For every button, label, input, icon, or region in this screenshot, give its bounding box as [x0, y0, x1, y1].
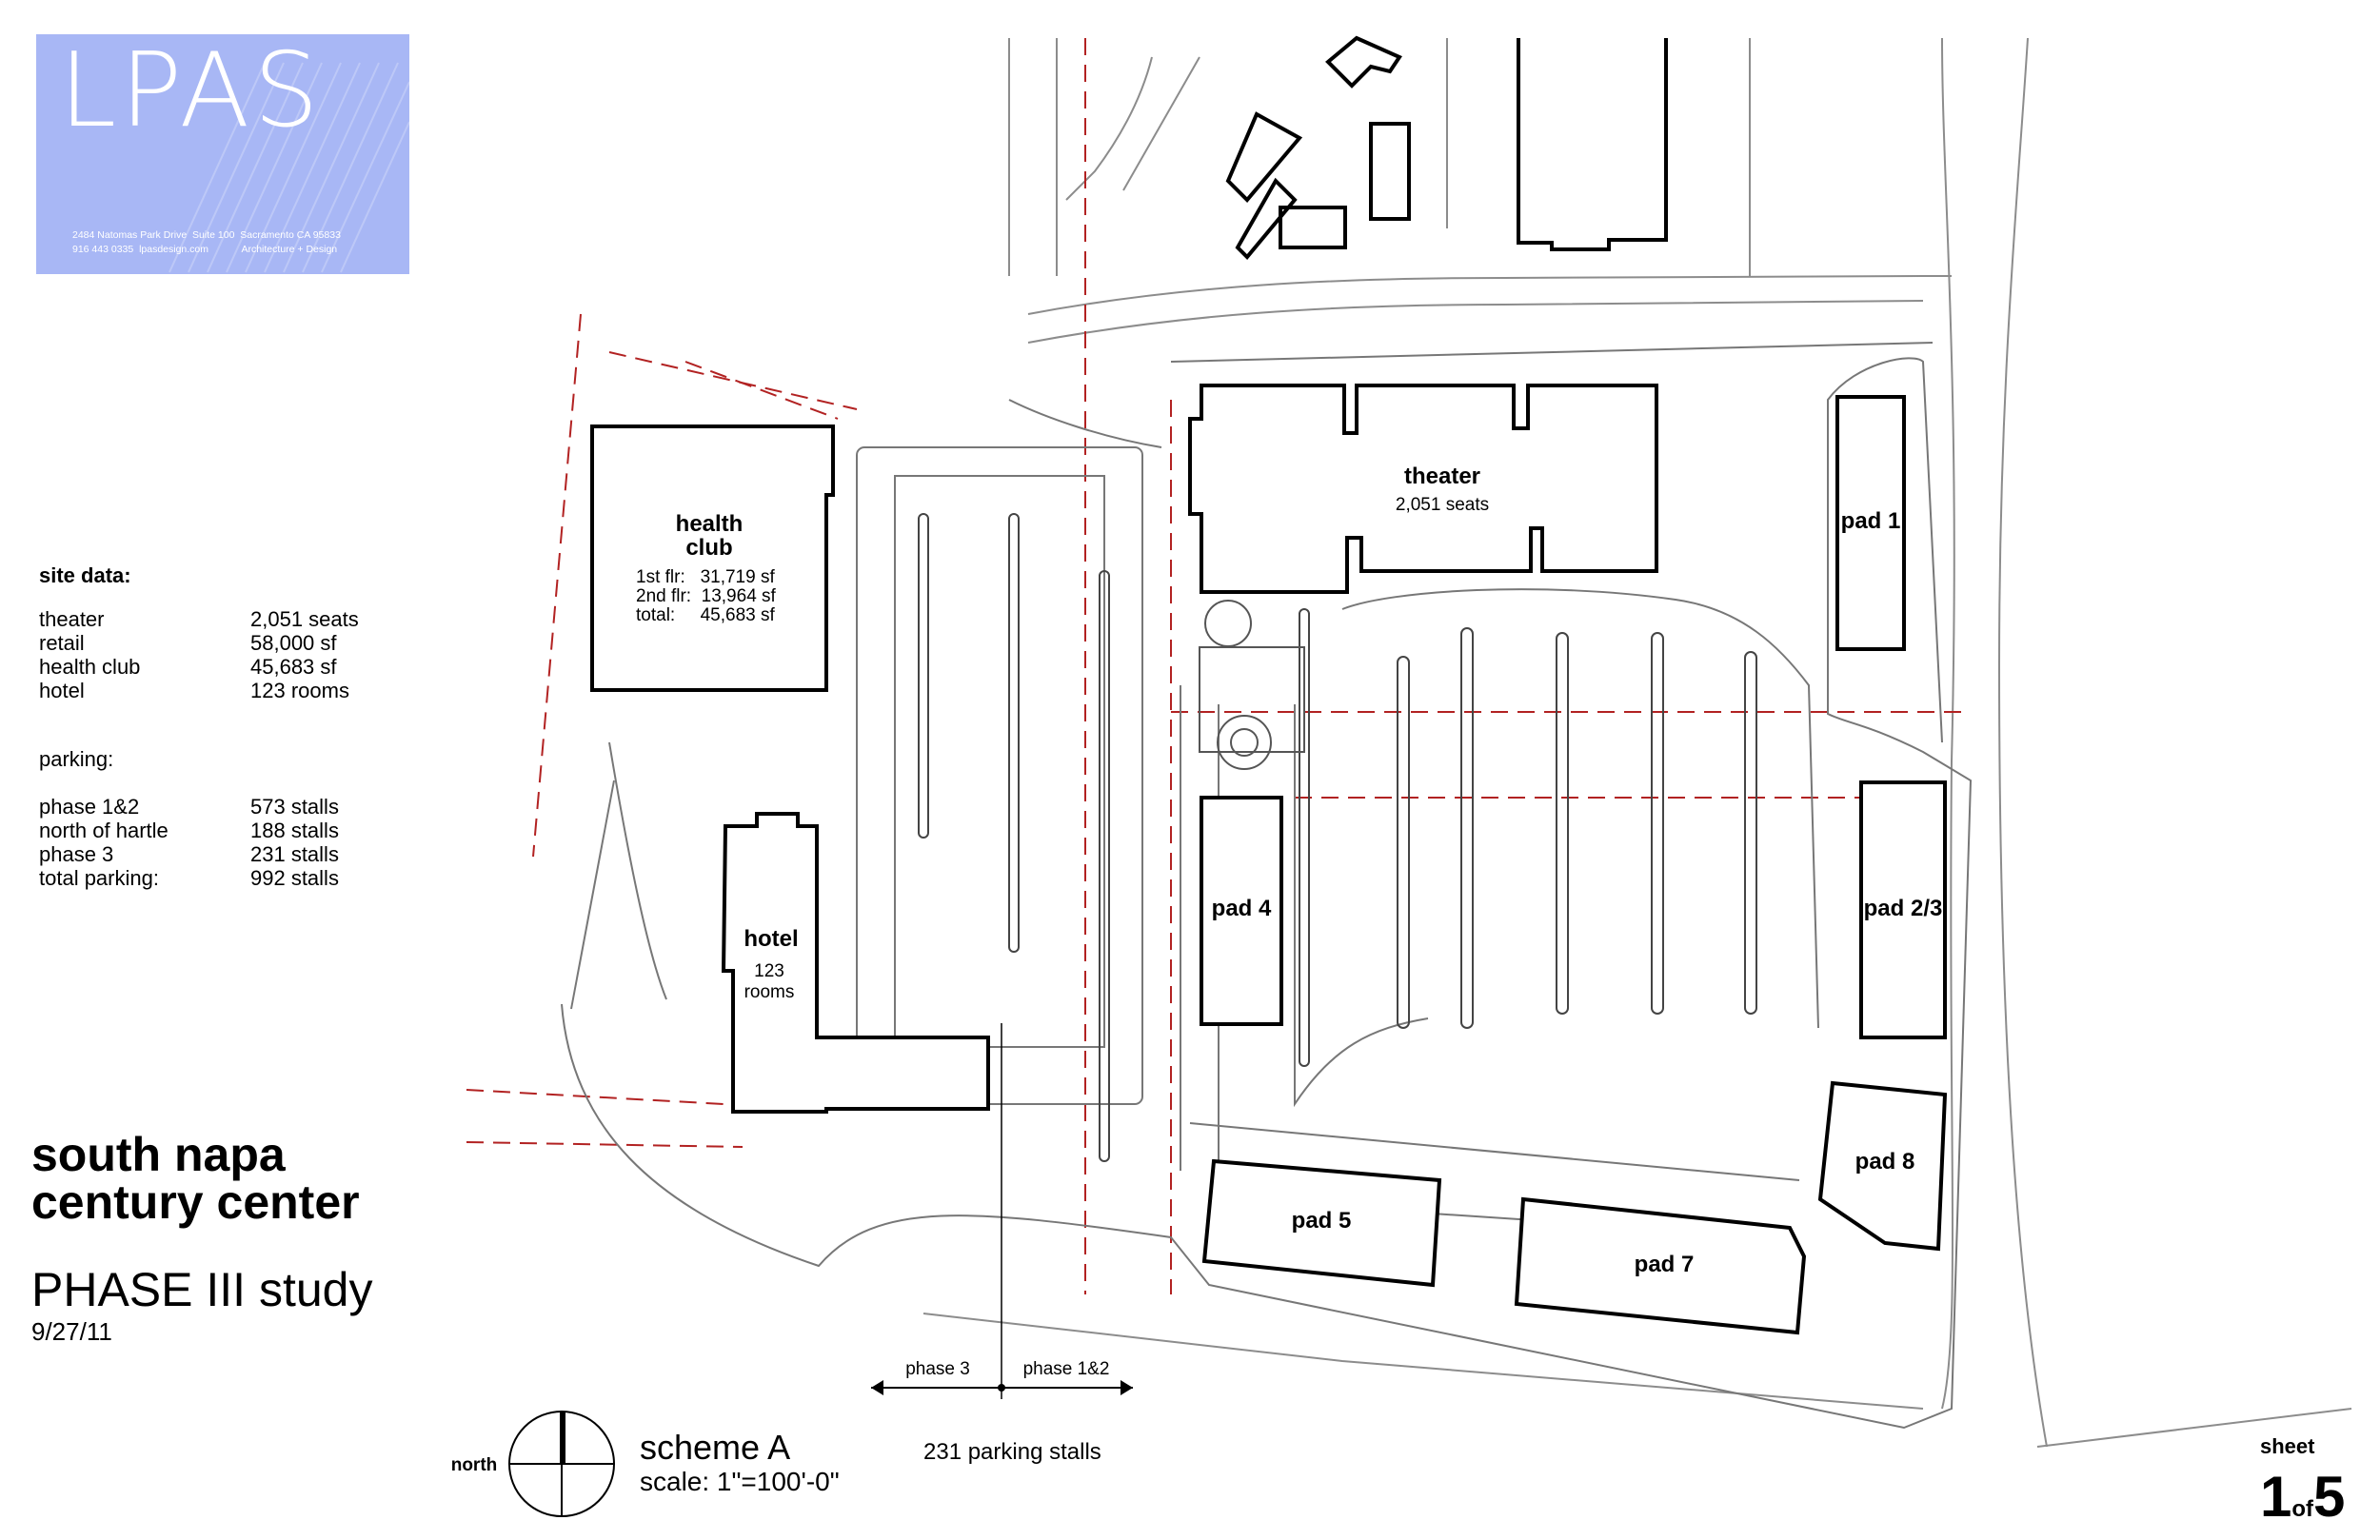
parking-label: phase 3 — [39, 842, 114, 866]
logo-wordmark: LPAS — [59, 34, 323, 150]
buildings — [590, 384, 1948, 1335]
pad-5-building — [1201, 1158, 1442, 1288]
pad-4-building — [1200, 796, 1283, 1026]
pad-8-label: pad 8 — [1855, 1149, 1915, 1175]
hotel-rooms-2: rooms — [744, 982, 795, 1002]
health-club-floor1: 1st flr: 31,719 sf — [636, 567, 775, 587]
pad-4-label: pad 4 — [1212, 896, 1272, 921]
parking-stalls-note: 231 parking stalls — [923, 1439, 1101, 1465]
parking-row: phase 3 231 stalls — [39, 842, 339, 866]
parking-value: 573 stalls — [250, 795, 339, 819]
health-club-floor2: 2nd flr: 13,964 sf — [636, 586, 777, 606]
parking-heading: parking: — [39, 747, 114, 771]
health-club-building — [590, 424, 835, 692]
parking-row: phase 1&2 573 stalls — [39, 795, 339, 819]
hotel-building — [721, 812, 990, 1114]
site-data-label: retail — [39, 631, 85, 655]
phase-3-label: phase 3 — [905, 1359, 970, 1379]
pad-1-building — [1835, 395, 1906, 651]
theater-label: theater — [1404, 464, 1480, 489]
parking-value: 188 stalls — [250, 819, 339, 842]
health-club-label-2: club — [685, 535, 732, 561]
site-data-value: 58,000 sf — [250, 631, 337, 655]
sheet-current: 1 — [2260, 1465, 2292, 1529]
parking-value: 992 stalls — [250, 866, 339, 890]
site-data-row: health club 45,683 sf — [39, 655, 359, 679]
project-title-line2: century center — [31, 1175, 360, 1229]
site-data-value: 45,683 sf — [250, 655, 337, 679]
parking-label: north of hartle — [39, 819, 169, 842]
project-date: 9/27/11 — [31, 1317, 112, 1346]
pad-8-building — [1817, 1080, 1948, 1252]
plaza — [1199, 600, 1305, 770]
lpas-logo: LPAS 2484 Natomas Park Drive Suite 100 S… — [36, 34, 409, 274]
logo-address-line1: 2484 Natomas Park Drive Suite 100 Sacram… — [72, 229, 341, 241]
site-data-label: health club — [39, 655, 141, 679]
parking-row: north of hartle 188 stalls — [39, 819, 339, 842]
pad-5-label: pad 5 — [1292, 1208, 1352, 1234]
theater-seats: 2,051 seats — [1396, 495, 1489, 515]
parking-value: 231 stalls — [250, 842, 339, 866]
site-data-row: retail 58,000 sf — [39, 631, 359, 655]
sheet-number: 1of5 — [2260, 1464, 2345, 1530]
pad-7-label: pad 7 — [1635, 1252, 1695, 1277]
pad-23-building — [1859, 780, 1947, 1039]
health-club-total: total: 45,683 sf — [636, 605, 775, 625]
scheme-label: scheme A — [640, 1428, 791, 1467]
logo-tagline: Architecture + Design — [241, 244, 338, 255]
arrow-right-icon — [1121, 1380, 1133, 1395]
site-data-table: theater 2,051 seats retail 58,000 sf healt… — [39, 607, 359, 702]
logo-address-line2: 916 443 0335 lpasdesign.com — [72, 244, 209, 255]
parking-row: total parking: 992 stalls — [39, 866, 339, 890]
phase-lines — [466, 38, 1961, 1294]
plan-labels: health club 1st flr: 31,719 sf 2nd flr: … — [636, 464, 1942, 1277]
phase-12-label: phase 1&2 — [1023, 1359, 1110, 1379]
phase-divider: phase 3 phase 1&2 — [871, 1023, 1133, 1399]
pad-7-building — [1514, 1196, 1807, 1335]
scale-label: scale: 1"=100'-0" — [640, 1467, 840, 1496]
parking-table: phase 1&2 573 stalls north of hartle 188 s… — [39, 795, 339, 890]
context-buildings — [1225, 35, 1668, 260]
pad-1-label: pad 1 — [1841, 508, 1901, 534]
parking-label: phase 1&2 — [39, 795, 140, 819]
hotel-rooms-1: 123 — [754, 961, 784, 981]
site-data-row: theater 2,051 seats — [39, 607, 359, 631]
phase-divider-dot — [998, 1384, 1005, 1392]
logo-address: 2484 Natomas Park Drive Suite 100 Sacram… — [72, 228, 341, 257]
arrow-left-icon — [871, 1380, 883, 1395]
sheet-of: of — [2291, 1496, 2314, 1522]
project-title-line1: south napa — [31, 1128, 286, 1181]
north-label: north — [451, 1455, 498, 1475]
site-data-row: hotel 123 rooms — [39, 679, 359, 702]
sheet-label: sheet — [2260, 1434, 2315, 1458]
site-data-label: theater — [39, 607, 105, 631]
site-data-heading: site data: — [39, 563, 131, 587]
logo-hatch — [169, 62, 409, 273]
pad-23-label: pad 2/3 — [1864, 896, 1943, 921]
project-subtitle: PHASE III study — [31, 1263, 373, 1316]
site-data-value: 2,051 seats — [250, 607, 359, 631]
health-club-label-1: health — [676, 511, 744, 537]
parking-label: total parking: — [39, 866, 159, 890]
site-data-value: 123 rooms — [250, 679, 349, 702]
hotel-label: hotel — [744, 926, 798, 952]
sheet-total: 5 — [2313, 1465, 2346, 1529]
parking-islands — [918, 513, 1757, 1162]
site-data-label: hotel — [39, 679, 85, 702]
site-linework — [561, 342, 1973, 1430]
theater-building — [1188, 384, 1658, 594]
north-arrow-icon: north — [451, 1411, 615, 1517]
